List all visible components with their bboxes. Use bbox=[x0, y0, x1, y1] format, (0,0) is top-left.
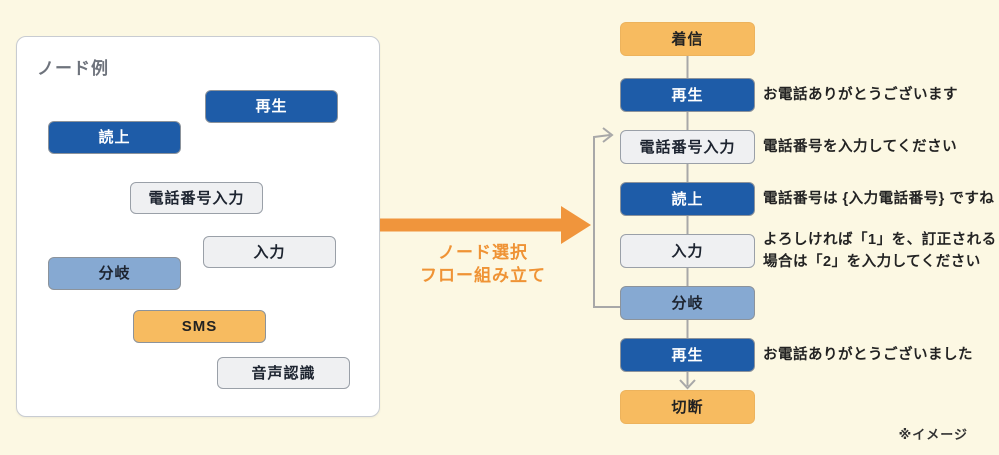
node-label: 分岐 bbox=[671, 294, 704, 312]
node-label: 再生 bbox=[255, 98, 288, 115]
loopback-line bbox=[593, 134, 620, 308]
transition-caption-line1: ノード選択 bbox=[438, 243, 528, 262]
node-label: 分岐 bbox=[98, 265, 131, 282]
example-play-node: 再生 bbox=[205, 90, 338, 123]
flow-incoming-call-node: 着信 bbox=[620, 22, 755, 56]
example-tts-node: 読上 bbox=[48, 121, 181, 154]
flow-branch-node: 分岐 bbox=[620, 286, 755, 320]
flow-phone-number-input-node: 電話番号入力 bbox=[620, 130, 755, 164]
down-arrowhead-icon bbox=[679, 379, 696, 390]
node-label: 着信 bbox=[671, 30, 704, 48]
node-label: SMS bbox=[181, 318, 218, 335]
node-label: 再生 bbox=[671, 346, 704, 364]
node-label: 入力 bbox=[671, 242, 704, 260]
flow-annotation-play-1: お電話ありがとうございます bbox=[763, 87, 958, 103]
flow-annotation-play-2: お電話ありがとうございました bbox=[763, 347, 973, 363]
image-footnote: ※イメージ bbox=[898, 427, 968, 442]
transition-arrow-icon bbox=[380, 206, 591, 244]
flow-annotation-input: よろしければ「1」を、訂正される 場合は「2」を入力してください bbox=[763, 229, 997, 273]
node-label: 読上 bbox=[671, 190, 704, 208]
panel-title: ノード例 bbox=[37, 59, 109, 78]
loopback-arrowhead-icon bbox=[602, 127, 614, 143]
node-label: 音声認識 bbox=[251, 364, 316, 382]
example-branch-node: 分岐 bbox=[48, 257, 181, 290]
example-input-node: 入力 bbox=[203, 236, 336, 268]
flow-play-node-2: 再生 bbox=[620, 338, 755, 372]
example-speech-recognition-node: 音声認識 bbox=[217, 357, 350, 389]
flow-annotation-input-line1: よろしければ「1」を、訂正される bbox=[763, 232, 997, 248]
flow-input-node: 入力 bbox=[620, 234, 755, 268]
node-label: 電話番号入力 bbox=[148, 189, 245, 207]
flow-tts-node: 読上 bbox=[620, 182, 755, 216]
transition-caption-line2: フロー組み立て bbox=[420, 266, 546, 285]
flow-annotation-tts: 電話番号は {入力電話番号} ですね bbox=[763, 191, 995, 207]
node-label: 再生 bbox=[671, 86, 704, 104]
flow-annotation-input-line2: 場合は「2」を入力してください bbox=[763, 254, 981, 270]
example-sms-node: SMS bbox=[133, 310, 266, 343]
node-label: 入力 bbox=[253, 243, 286, 261]
node-label: 読上 bbox=[98, 129, 131, 146]
flow-annotation-phone-input: 電話番号を入力してください bbox=[763, 139, 958, 155]
transition-caption: ノード選択 フロー組み立て bbox=[378, 241, 588, 287]
node-label: 切断 bbox=[671, 398, 704, 416]
flow-disconnect-node: 切断 bbox=[620, 390, 755, 424]
example-phone-number-input-node: 電話番号入力 bbox=[130, 182, 263, 214]
flow-play-node-1: 再生 bbox=[620, 78, 755, 112]
node-label: 電話番号入力 bbox=[639, 138, 736, 156]
